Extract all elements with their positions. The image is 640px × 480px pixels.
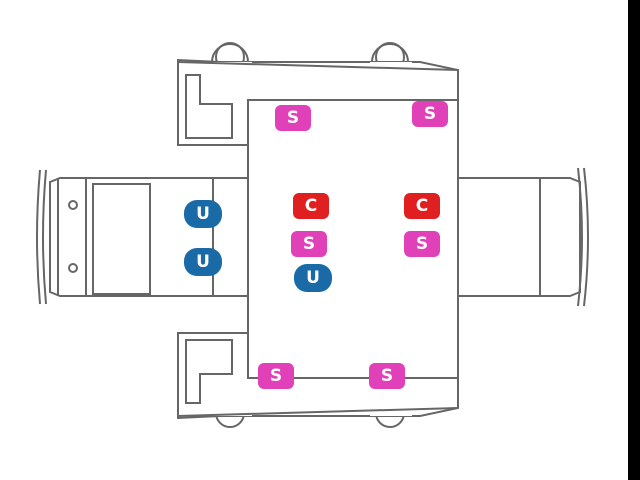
seat-marker-u: U: [184, 200, 222, 228]
seat-marker-u: U: [294, 264, 332, 292]
right-edge-bar: [628, 0, 640, 480]
seat-marker-s: S: [369, 363, 405, 389]
top-inner-step: [185, 74, 233, 139]
seat-marker-c: C: [293, 193, 329, 219]
windscreen: [92, 183, 151, 295]
seat-marker-s: S: [275, 105, 311, 131]
seat-marker-s: S: [412, 101, 448, 127]
front-outline: [49, 177, 248, 297]
rear-outline: [458, 177, 581, 297]
bottom-inner-step: [185, 339, 233, 404]
seat-marker-c: C: [404, 193, 440, 219]
seat-marker-s: S: [258, 363, 294, 389]
seat-marker-u: U: [184, 248, 222, 276]
seat-marker-s: S: [291, 231, 327, 257]
bottom-panel-outline: [177, 332, 459, 420]
seat-marker-s: S: [404, 231, 440, 257]
